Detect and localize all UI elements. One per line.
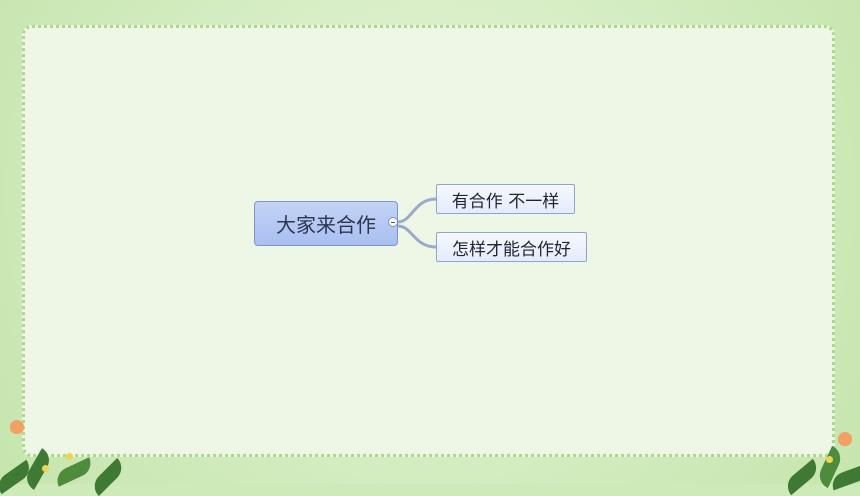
collapse-icon[interactable] [388, 217, 398, 227]
slide-frame [22, 25, 835, 457]
connector-2 [397, 224, 437, 249]
connector-1 [397, 197, 437, 224]
child-node-1[interactable]: 有合作 不一样 [436, 184, 575, 214]
root-node[interactable]: 大家来合作 [254, 201, 398, 246]
bud-icon [66, 453, 73, 460]
bud-icon [826, 456, 833, 463]
bud-icon [42, 465, 49, 472]
child-node-2[interactable]: 怎样才能合作好 [436, 232, 587, 262]
root-node-label: 大家来合作 [276, 213, 376, 237]
child-node-2-label: 怎样才能合作好 [452, 239, 571, 260]
mindmap-connectors [397, 197, 437, 249]
flower-icon [838, 432, 852, 446]
flower-icon [10, 420, 24, 434]
child-node-1-label: 有合作 不一样 [451, 191, 560, 212]
